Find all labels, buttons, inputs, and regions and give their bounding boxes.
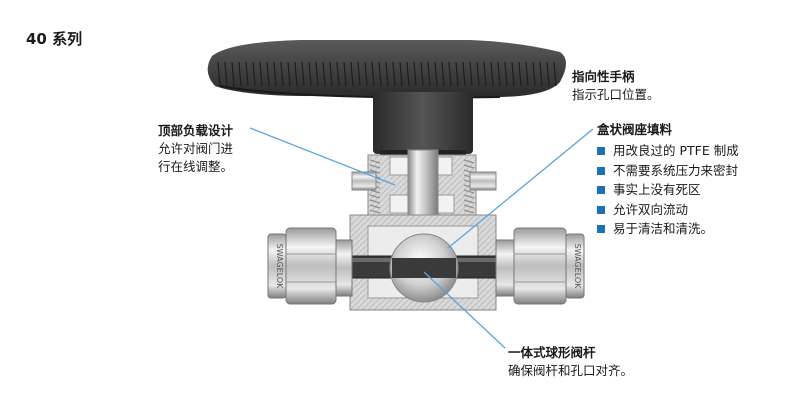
callout-seal-title: 盒状阀座填料 [597, 122, 673, 137]
callout-handle-desc: 指示孔口位置。 [572, 87, 660, 102]
callout-stem: 一体式球形阀杆 确保阀杆和孔口对齐。 [508, 344, 633, 380]
handle-grip-ribs [217, 61, 557, 87]
leader-top-design [249, 127, 396, 186]
bullet-square-icon [597, 205, 605, 214]
bullet-item: 易于清洁和清洗。 [597, 219, 739, 239]
bullet-square-icon [597, 186, 605, 194]
callout-seal-bullets: 用改良过的 PTFE 制成 不需要系统压力来密封 事实上没有死区 允许双向流动 … [597, 141, 739, 239]
left-fitting [267, 227, 353, 305]
right-fitting [495, 227, 585, 305]
leader-seal [447, 128, 594, 249]
callout-top-design-title: 顶部负载设计 [158, 123, 234, 138]
nut-label-left: SWAGELOK [275, 244, 284, 290]
callout-handle: 指向性手柄 指示孔口位置。 [572, 68, 660, 104]
handle-hub [373, 92, 473, 156]
leader-lines [249, 127, 594, 349]
bullet-item: 事实上没有死区 [597, 180, 739, 200]
bullet-item: 用改良过的 PTFE 制成 [597, 141, 739, 161]
handle-lever [207, 40, 567, 99]
callout-top-design-desc-line1: 允许对阀门进 [158, 141, 234, 156]
nut-label-right: SWAGELOK [573, 244, 582, 290]
bullet-square-icon [597, 147, 605, 155]
bullet-square-icon [597, 166, 605, 175]
bullet-item: 允许双向流动 [597, 200, 739, 220]
callout-handle-title: 指向性手柄 [572, 69, 635, 84]
callout-stem-desc: 确保阀杆和孔口对齐。 [508, 363, 634, 378]
callout-top-design-desc-line2: 行在线调整。 [158, 159, 234, 174]
callout-stem-title: 一体式球形阀杆 [508, 345, 596, 360]
page-title: 40 系列 [26, 30, 83, 48]
callout-seal: 盒状阀座填料 用改良过的 PTFE 制成 不需要系统压力来密封 事实上没有死区 … [597, 121, 739, 239]
callout-top-design: 顶部负载设计 允许对阀门进 行在线调整。 [158, 122, 258, 176]
leader-stem [423, 271, 506, 349]
bullet-square-icon [597, 225, 605, 233]
bullet-item: 不需要系统压力来密封 [597, 161, 739, 181]
